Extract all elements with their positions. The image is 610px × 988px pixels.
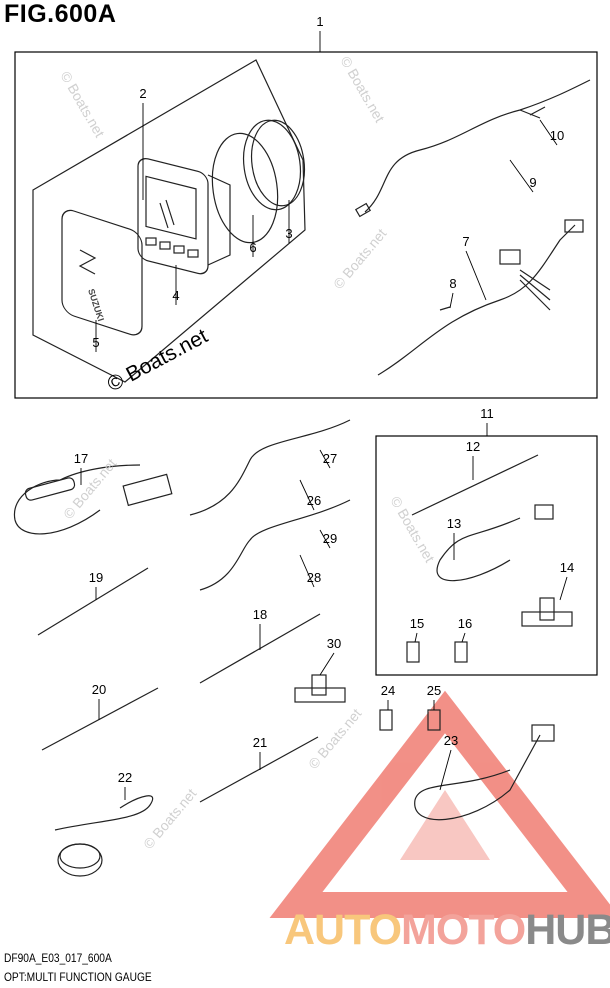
cover-5: SUZUKI <box>61 209 143 336</box>
part-label-30: 30 <box>327 636 341 651</box>
part-label-11: 11 <box>480 406 494 421</box>
leader-line <box>461 632 466 643</box>
leader-line <box>439 749 452 791</box>
part-label-29: 29 <box>323 531 337 546</box>
leader-line <box>299 554 315 588</box>
watermark: © Boats.net <box>57 69 108 141</box>
gauge-panel <box>32 59 306 383</box>
leader-line <box>539 119 558 146</box>
part-label-19: 19 <box>89 570 103 585</box>
part-label-26: 26 <box>307 493 321 508</box>
part-label-5: 5 <box>92 335 99 350</box>
part-label-2: 2 <box>139 86 146 101</box>
part-label-7: 7 <box>462 234 469 249</box>
watermark-dark: © Boats.net <box>104 324 212 396</box>
leader-line <box>509 159 534 193</box>
cable-12 <box>411 454 539 516</box>
gauge-4 <box>137 157 231 275</box>
part-label-1: 1 <box>316 14 323 29</box>
part-label-10: 10 <box>550 128 564 143</box>
part-label-13: 13 <box>447 516 461 531</box>
cable-23 <box>414 734 541 821</box>
kit-box-1 <box>14 51 598 399</box>
part-label-4: 4 <box>172 288 179 303</box>
figure-title: FIG.600A <box>4 0 117 28</box>
logo-auto: AUTO <box>284 906 402 954</box>
watermark: © Boats.net <box>330 225 389 292</box>
part-label-21: 21 <box>253 735 267 750</box>
leader-line <box>559 576 568 601</box>
t-connector-30 <box>294 674 346 703</box>
cable-13 <box>436 517 521 582</box>
part-label-6: 6 <box>249 240 256 255</box>
leader-line <box>299 479 315 511</box>
cable-21 <box>199 736 319 803</box>
part-label-25: 25 <box>427 683 441 698</box>
leader-line <box>449 292 454 309</box>
part-label-16: 16 <box>458 616 472 631</box>
part-label-27: 27 <box>323 451 337 466</box>
part-label-23: 23 <box>444 733 458 748</box>
cable-20 <box>41 687 159 751</box>
part-label-17: 17 <box>74 451 88 466</box>
automotohub-logo: AUTOMOTOHUB <box>284 906 610 955</box>
terminator-24 <box>379 709 393 731</box>
leader-line <box>319 449 331 469</box>
logo-hub: HUB <box>525 906 610 954</box>
figure-description: OPT:MULTI FUNCTION GAUGE <box>4 970 152 984</box>
harness-9 <box>364 79 591 213</box>
watermark: © Boats.net <box>337 54 388 126</box>
suzuki-logo-text: SUZUKI <box>86 288 106 323</box>
terminator-16 <box>454 641 468 663</box>
leader-line <box>414 632 418 643</box>
t-connector-14 <box>521 597 573 627</box>
speaker-22 <box>54 795 154 877</box>
part-label-20: 20 <box>92 682 106 697</box>
harness-7 <box>377 224 576 376</box>
part-label-18: 18 <box>253 607 267 622</box>
logo-moto: MOTO <box>401 906 526 954</box>
automotohub-triangle-logo <box>269 690 610 918</box>
leader-line <box>465 250 487 301</box>
part-label-3: 3 <box>285 226 292 241</box>
part-label-28: 28 <box>307 570 321 585</box>
leader-line <box>319 652 335 676</box>
cable-19 <box>37 567 149 636</box>
leader-line <box>319 529 331 549</box>
watermark: © Boats.net <box>60 455 119 522</box>
part-label-14: 14 <box>560 560 574 575</box>
part-label-22: 22 <box>118 770 132 785</box>
part-label-9: 9 <box>529 175 536 190</box>
terminator-15 <box>406 641 420 663</box>
harness-28 <box>199 499 351 591</box>
nut-3 <box>242 119 306 211</box>
harness-26 <box>189 419 351 516</box>
watermark: © Boats.net <box>387 494 438 566</box>
part-label-12: 12 <box>466 439 480 454</box>
figure-code: DF90A_E03_017_600A <box>4 951 112 965</box>
part-label-24: 24 <box>381 683 395 698</box>
kit-box-11 <box>375 435 598 676</box>
part-label-15: 15 <box>410 616 424 631</box>
part-label-8: 8 <box>449 276 456 291</box>
